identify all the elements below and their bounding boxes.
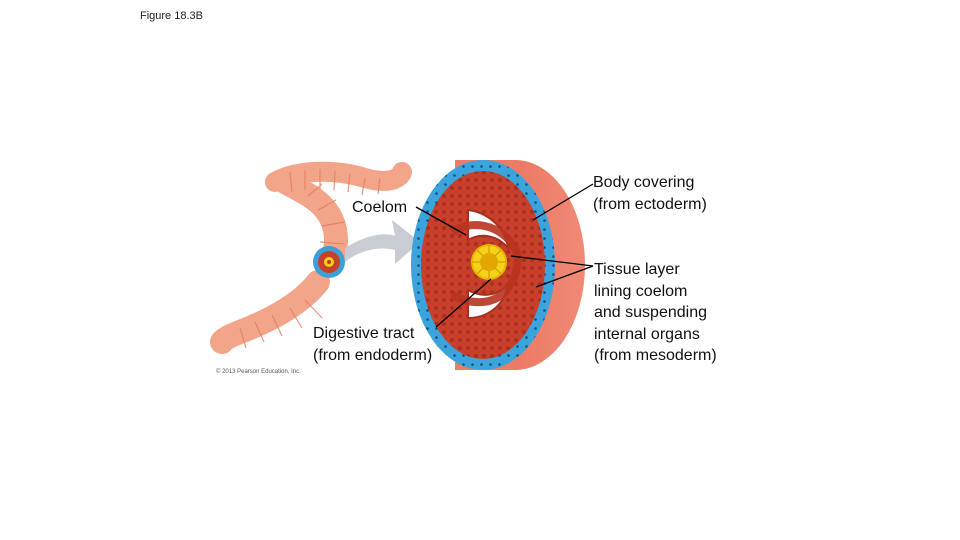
body-covering-label: Body covering (from ectoderm) <box>593 174 707 213</box>
worm-illustration <box>210 161 412 354</box>
leader-lines <box>415 183 594 328</box>
figure-title: Figure 18.3B <box>140 10 203 22</box>
tissue-layer-label: Tissue layer lining coelom and suspendin… <box>594 261 717 364</box>
cross-section <box>411 160 585 370</box>
digestive-tract-label: Digestive tract (from endoderm) <box>313 325 433 364</box>
copyright-notice: © 2013 Pearson Education, Inc. <box>216 369 301 375</box>
magnify-arrow <box>345 220 420 264</box>
coelom-label: Coelom <box>352 199 408 216</box>
